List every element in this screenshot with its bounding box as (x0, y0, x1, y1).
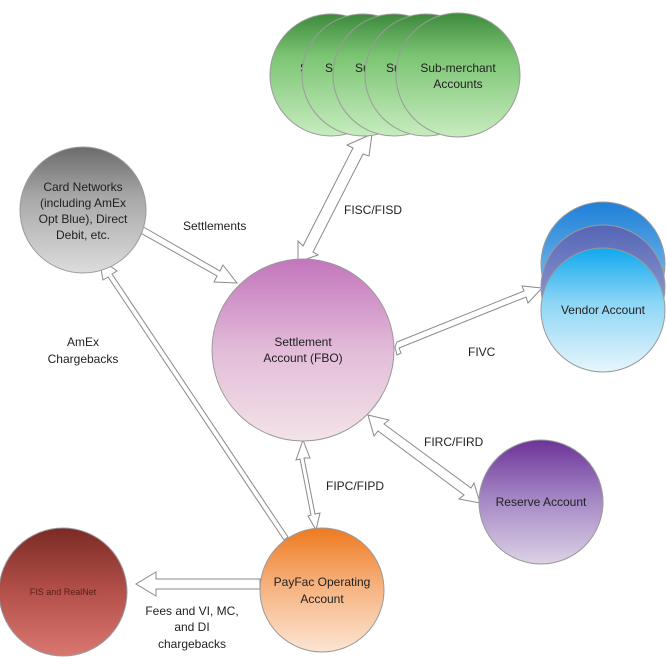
card-networks-label-line-3: Opt Blue), Direct (39, 212, 128, 226)
edge-label-fees-line-1: Fees and VI, MC, (145, 604, 238, 618)
arrow-firc-fird (367, 414, 481, 504)
vendor-account-node: Vendor Account (540, 201, 666, 373)
fis-realnet-label: FIS and RealNet (30, 587, 97, 597)
edge-label-fees-line-2: and DI (174, 620, 209, 634)
settlement-label-line-1: Settlement (274, 335, 332, 349)
sub-merchant-label-line-2: Accounts (433, 77, 482, 91)
edge-label-fipc-fipd: FIPC/FIPD (326, 479, 384, 493)
vendor-circle (540, 247, 666, 373)
edge-label-fees-line-3: chargebacks (158, 637, 226, 651)
card-networks-label-line-2: (including AmEx (40, 196, 126, 210)
settlement-account-node: Settlement Account (FBO) (211, 258, 395, 442)
payfac-circle (259, 527, 385, 653)
arrow-settlements (136, 224, 239, 284)
sub-merchant-node (395, 12, 521, 138)
arrow-fees (135, 571, 261, 597)
edge-label-settlements: Settlements (183, 219, 246, 233)
vendor-label: Vendor Account (561, 303, 646, 317)
payfac-operating-node: PayFac Operating Account (259, 527, 385, 653)
settlement-label-line-2: Account (FBO) (263, 351, 342, 365)
edge-label-amex-line-1: AmEx (67, 335, 99, 349)
reserve-circle (478, 439, 604, 565)
arrow-fipc-fipd (295, 438, 321, 532)
arrow-fisc-fisd (297, 133, 373, 263)
settlement-circle (211, 258, 395, 442)
reserve-label: Reserve Account (496, 495, 587, 509)
edge-label-amex-line-2: Chargebacks (48, 352, 119, 366)
card-networks-label-line-4: Debit, etc. (56, 228, 110, 242)
sub-merchant-label-line-1: Sub-merchant (420, 61, 496, 75)
edge-label-fisc-fisd: FISC/FISD (344, 203, 402, 217)
sub-merchant-stack: Su Su Su Su Sub-merchant Accounts (269, 12, 521, 138)
reserve-account-node: Reserve Account (478, 439, 604, 565)
card-networks-circle (19, 146, 147, 274)
edge-label-firc-fird: FIRC/FIRD (424, 435, 484, 449)
payfac-label-line-1: PayFac Operating (274, 575, 371, 589)
payfac-label-line-2: Account (300, 592, 344, 606)
fis-realnet-circle (0, 527, 128, 657)
card-networks-node: Card Networks (including AmEx Opt Blue),… (19, 146, 147, 274)
arrow-fivc (394, 285, 544, 356)
edge-label-fivc: FIVC (468, 345, 496, 359)
card-networks-label-line-1: Card Networks (43, 180, 122, 194)
fis-realnet-node: FIS and RealNet (0, 527, 128, 657)
